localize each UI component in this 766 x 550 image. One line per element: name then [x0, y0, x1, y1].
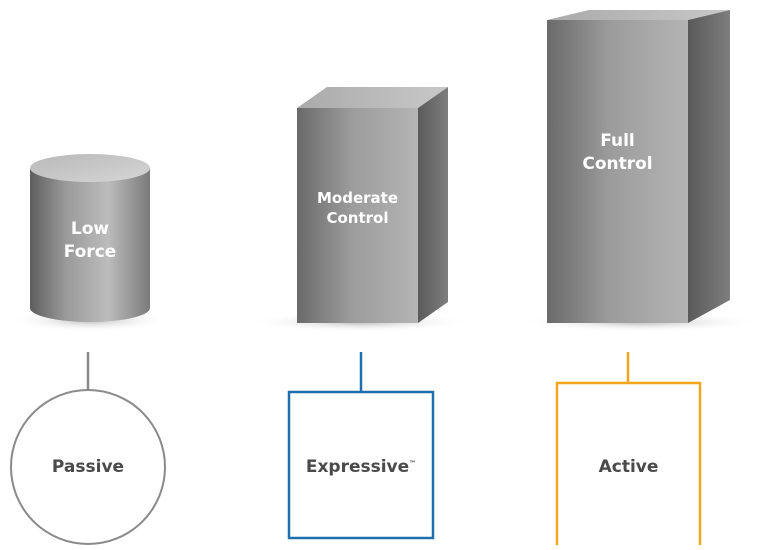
passive-circle: [10, 389, 166, 545]
cylinder-top: [30, 154, 150, 182]
trademark-mark: ™: [409, 459, 417, 468]
expressive-label: Expressive™: [289, 457, 433, 477]
shape-label-line: Low: [70, 219, 110, 239]
shape-label-line: Control: [326, 209, 389, 228]
node-label-text: Passive: [51, 457, 125, 477]
node-label-text: Expressive: [305, 457, 410, 477]
box-side: [688, 10, 730, 323]
node-label-text: Active: [598, 457, 659, 477]
box-front: [547, 20, 688, 323]
low-force-label: Low Force: [40, 218, 140, 264]
passive-label: Passive: [28, 457, 148, 477]
active-rectangle: [555, 381, 702, 545]
expressive-square: [287, 390, 435, 540]
box-top: [547, 10, 730, 20]
active-label: Active: [557, 457, 700, 477]
full-control-box: [520, 10, 760, 332]
box-front: [297, 108, 418, 323]
full-control-label: Full Control: [547, 130, 688, 176]
shape-label-line: Moderate: [316, 189, 398, 207]
cylinder-body: [30, 168, 150, 322]
moderate-control-label: Moderate Control: [297, 188, 418, 229]
shape-label-line: Force: [63, 241, 117, 262]
shape-label-line: Full: [600, 131, 635, 151]
box-top: [297, 87, 448, 108]
shape-label-line: Control: [582, 153, 653, 174]
low-force-cylinder: [10, 154, 170, 332]
box-side: [418, 87, 448, 323]
moderate-control-box: [250, 87, 470, 332]
